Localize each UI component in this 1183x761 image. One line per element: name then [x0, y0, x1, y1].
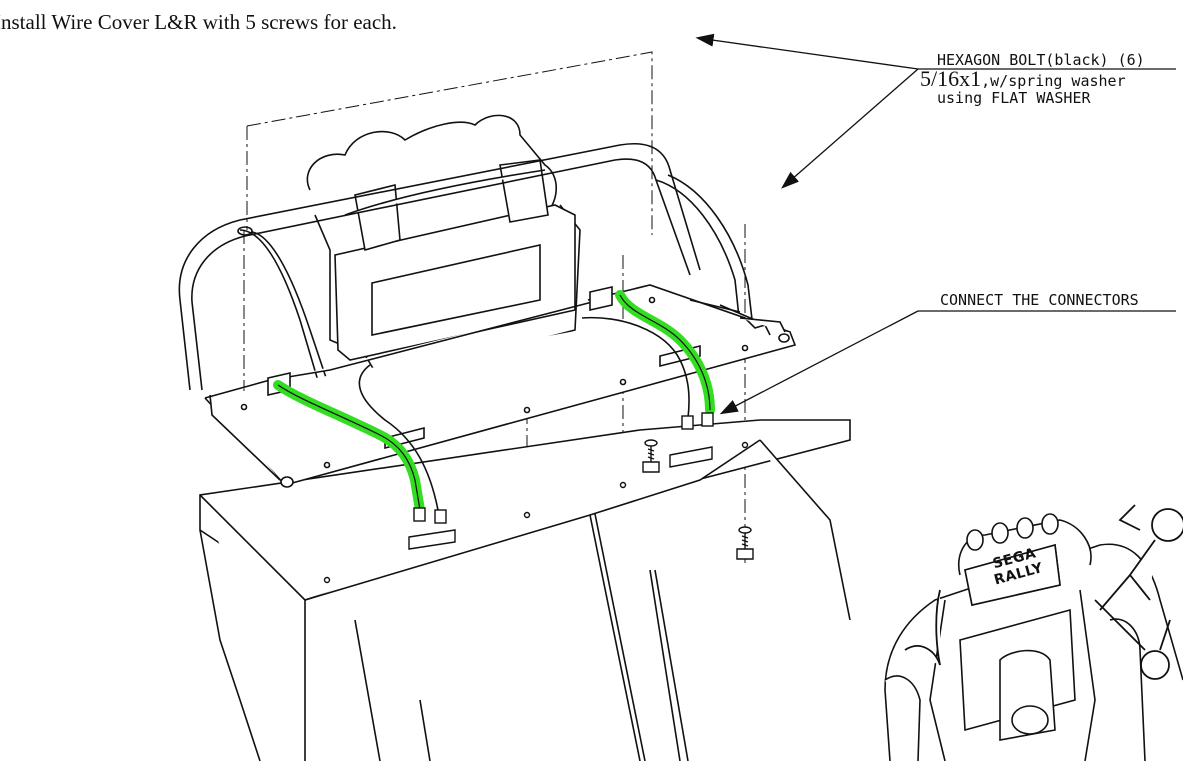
bolt-size-value: 5/16x1 — [920, 66, 982, 91]
inset-figures — [904, 504, 1183, 680]
hexagon-bolt-washer: using FLAT WASHER — [937, 89, 1091, 107]
hexagon-bolt-2 — [736, 526, 754, 560]
seat-back — [306, 114, 581, 381]
leader-lines — [695, 33, 1176, 415]
hexagon-bolt-callout: HEXAGON BOLT(black) (6) 5/16x1,w/spring … — [920, 51, 1145, 106]
inset-logo-plate — [964, 543, 1061, 606]
wire-harness-left — [273, 364, 447, 524]
cabinet-top-details — [323, 441, 749, 584]
bolt-size-detail: ,w/spring washer — [981, 72, 1126, 90]
seat-base — [204, 284, 797, 488]
cabinet-body — [199, 419, 851, 761]
hexagon-bolt-title: HEXAGON BOLT(black) (6) — [937, 51, 1145, 69]
hexagon-bolt-size: 5/16x1,w/spring washer — [920, 66, 1145, 91]
roll-cage — [178, 143, 756, 456]
connectors-callout: CONNECT THE CONNECTORS — [940, 291, 1139, 309]
wire-harness-right — [581, 290, 715, 430]
instruction-text: Install Wire Cover L&R with 5 screws for… — [0, 10, 397, 34]
hexagon-bolt-1 — [642, 439, 660, 473]
